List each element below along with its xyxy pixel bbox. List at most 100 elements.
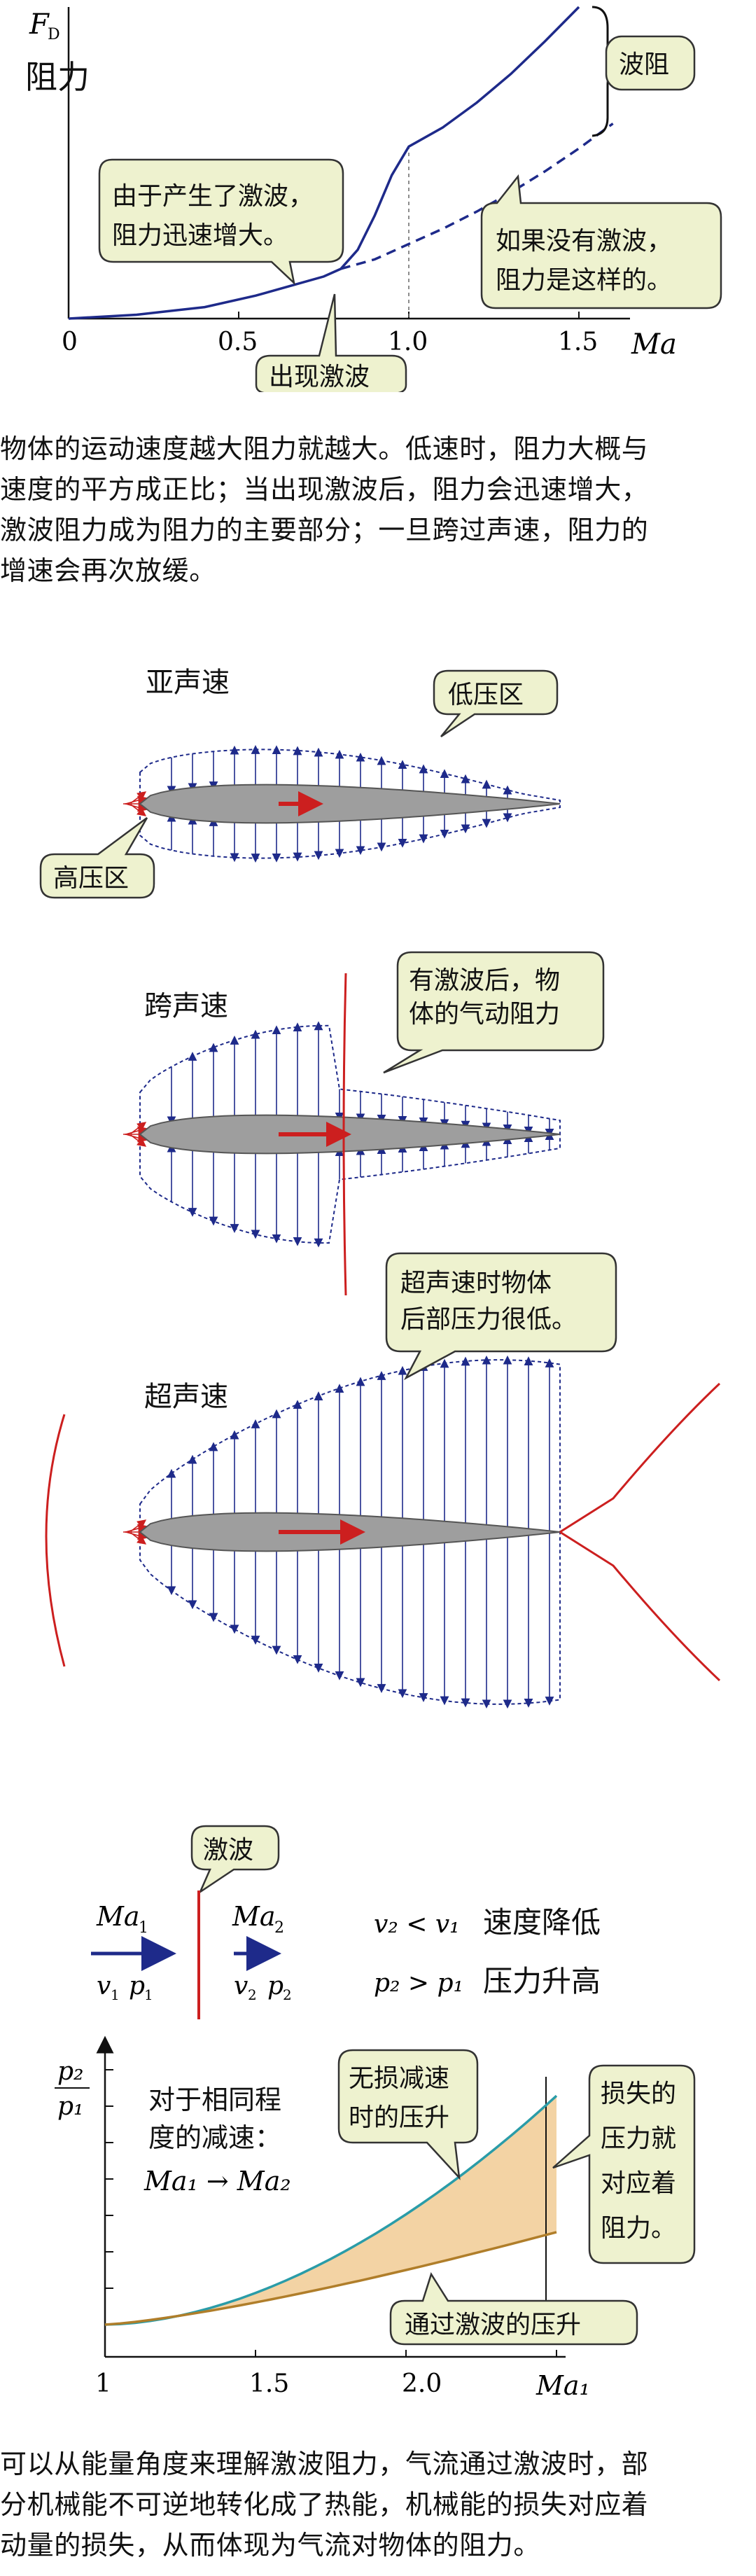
- y-label-sub: D: [48, 26, 60, 43]
- svg-text:1: 1: [111, 1986, 120, 2003]
- relation-velocity: v₂ < v₁: [374, 1910, 460, 1939]
- pressure-rise-label: 压力升高: [483, 1964, 601, 1998]
- x-tick-label: 0: [62, 328, 78, 356]
- tail-shock-lower: [559, 1531, 721, 1682]
- svg-text:如果没有激波，: 如果没有激波，: [496, 227, 672, 256]
- svg-text:1: 1: [139, 1919, 148, 1937]
- svg-text:波阻: 波阻: [619, 50, 669, 79]
- x-ticks: 0 0.5 1.0 1.5: [62, 312, 598, 356]
- airfoil-supersonic: [45, 1355, 721, 1709]
- svg-text:阻力是这样的。: 阻力是这样的。: [496, 266, 672, 295]
- svg-text:对应着: 对应着: [601, 2169, 676, 2198]
- svg-text:通过激波的压升: 通过激波的压升: [405, 2311, 581, 2339]
- para1-line3: 激波阻力成为阻力的主要部分；一旦跨过声速，阻力的: [0, 515, 649, 545]
- ma1-label: Ma: [96, 1901, 140, 1932]
- p-x-tick-1: 1: [95, 2369, 111, 2398]
- pressure-loss-area: [105, 2096, 556, 2325]
- svg-text:2: 2: [283, 1986, 292, 2003]
- airfoil-body: [139, 1512, 561, 1552]
- svg-text:高压区: 高压区: [53, 864, 129, 893]
- svg-text:后部压力很低。: 后部压力很低。: [400, 1305, 577, 1334]
- same-decel-line3: Ma₁ → Ma₂: [144, 2166, 291, 2196]
- nose-pressure-arrow: [130, 804, 147, 816]
- bubble-lossless: 无损减速 时的压升: [337, 2049, 479, 2180]
- p-x-label: Ma₁: [536, 2370, 590, 2401]
- svg-text:1: 1: [144, 1986, 153, 2003]
- v1-label: v: [97, 1972, 111, 2000]
- p1-label: p: [129, 1972, 145, 2000]
- airfoil-body: [139, 1114, 561, 1155]
- svg-text:有激波后，物: 有激波后，物: [409, 966, 560, 995]
- nose-pressure-arrow: [130, 1532, 147, 1545]
- x-tick-label: 0.5: [218, 328, 258, 356]
- subsonic-title: 亚声速: [146, 667, 230, 699]
- drag-curve-no-shock: [340, 123, 614, 270]
- airfoil-body: [139, 784, 561, 824]
- paragraph-drag-explanation: 物体的运动速度越大阻力就越大。低速时，阻力大概与 速度的平方成正比；当出现激波后…: [0, 429, 756, 591]
- ma2-label: Ma: [232, 1901, 276, 1932]
- para2-line1: 可以从能量角度来理解激波阻力，气流通过激波时，部: [0, 2449, 649, 2479]
- bubble-low-pressure: 低压区: [433, 669, 559, 738]
- para1-line2: 速度的平方成正比；当出现激波后，阻力会迅速增大，: [0, 474, 649, 505]
- airfoil-subsonic: [123, 745, 561, 863]
- x-tick-label: 1.0: [388, 328, 428, 356]
- svg-text:2: 2: [274, 1919, 284, 1937]
- bubble-wave-drag: 波阻: [605, 35, 696, 91]
- svg-text:2: 2: [248, 1986, 257, 2003]
- p-x-tick-2: 2.0: [402, 2369, 442, 2398]
- relation-pressure: p₂ > p₁: [374, 1969, 463, 1998]
- transonic-shock: [342, 973, 347, 1296]
- p2-label: p: [267, 1972, 284, 2000]
- nose-pressure-arrow: [130, 1134, 147, 1147]
- tail-shock-upper: [559, 1382, 721, 1533]
- svg-text:低压区: 低压区: [448, 681, 524, 709]
- svg-text:由于产生了激波，: 由于产生了激波，: [112, 182, 314, 211]
- bubble-loss: 损失的 压力就 对应着 阻力。: [552, 2064, 696, 2264]
- speed-drop-label: 速度降低: [483, 1905, 601, 1940]
- svg-text:激波: 激波: [203, 1836, 253, 1865]
- shock-panel: 激波 Ma 1 v 1 p 1 Ma 2 v 2 p 2 v₂ < v₁ p₂ …: [0, 1820, 756, 2024]
- x-tick-label: 1.5: [558, 328, 598, 356]
- transonic-title: 跨声速: [144, 990, 228, 1022]
- svg-text:时的压升: 时的压升: [349, 2103, 449, 2132]
- svg-text:无损减速: 无损减速: [349, 2064, 449, 2093]
- para2-line2: 分机械能不可逆地转化成了热能，机械能的损失对应着: [0, 2489, 649, 2520]
- svg-text:阻力迅速增大。: 阻力迅速增大。: [112, 221, 288, 250]
- y-label-f: F: [29, 8, 50, 41]
- bow-shock: [45, 1414, 66, 1667]
- bubble-shock-appears: 出现激波: [255, 293, 407, 395]
- bubble-no-shock-drag: 如果没有激波， 阻力是这样的。: [480, 174, 722, 309]
- paragraph-energy-explanation: 可以从能量角度来理解激波阻力，气流通过激波时，部 分机械能不可逆地转化成了热能，…: [0, 2444, 756, 2565]
- svg-text:阻力。: 阻力。: [601, 2214, 676, 2243]
- bubble-high-pressure: 高压区: [39, 816, 155, 899]
- svg-text:压力就: 压力就: [601, 2124, 676, 2153]
- y-label-cn: 阻力: [25, 58, 90, 96]
- svg-text:体的气动阻力: 体的气动阻力: [409, 1000, 560, 1029]
- para2-line3: 动量的损失，从而体现为气流对物体的阻力。: [0, 2530, 541, 2561]
- pressure-chart-panel: p₂ p₁ 对于相同程 度的减速： Ma₁ → Ma₂ 无损减速 时的压升 损失…: [0, 2031, 756, 2409]
- drag-curve-shock: [68, 6, 580, 320]
- para1-line4: 增速会再次放缓。: [0, 555, 216, 586]
- shock-curve: [104, 2231, 557, 2326]
- bubble-transonic: 有激波后，物 体的气动阻力: [383, 951, 605, 1074]
- same-decel-line2: 度的减速：: [148, 2122, 281, 2153]
- bubble-supersonic: 超声速时物体 后部压力很低。: [385, 1252, 617, 1381]
- p-x-tick-15: 1.5: [249, 2369, 289, 2398]
- para1-line1: 物体的运动速度越大阻力就越大。低速时，阻力大概与: [0, 433, 649, 464]
- svg-text:超声速时物体: 超声速时物体: [400, 1269, 552, 1297]
- v2-label: v: [234, 1972, 248, 2000]
- airfoil-diagrams: 亚声速 低压区 高压区 跨声速 有激波后，物 体的气动阻力 超声速 超声速时物体…: [39, 667, 721, 1709]
- pressure-envelope: [139, 749, 561, 859]
- same-decel-line1: 对于相同程: [148, 2084, 281, 2115]
- pressure-chart: p₂ p₁ 对于相同程 度的减速： Ma₁ → Ma₂ 无损减速 时的压升 损失…: [55, 2035, 696, 2401]
- bubble-shock: 激波: [190, 1825, 280, 1895]
- p-y-label-num: p₂: [57, 2057, 83, 2086]
- svg-text:损失的: 损失的: [601, 2080, 676, 2108]
- airfoil-transonic: [123, 973, 561, 1296]
- p-y-label-den: p₁: [57, 2092, 83, 2121]
- pressure-envelope: [139, 1359, 561, 1705]
- p-axis-ticks: [104, 2069, 557, 2357]
- supersonic-title: 超声速: [144, 1381, 228, 1413]
